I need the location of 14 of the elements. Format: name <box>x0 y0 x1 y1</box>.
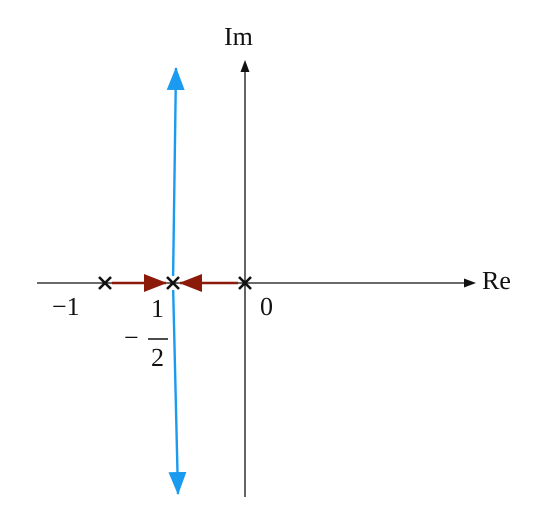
locus-arrow <box>179 274 238 292</box>
locus-arrow <box>166 67 185 276</box>
pole-marker <box>166 276 180 290</box>
pole-marker <box>98 276 112 290</box>
denominator: 2 <box>151 345 164 371</box>
axis-label: Re <box>482 268 511 294</box>
minus-sign: − <box>124 325 139 351</box>
tick-label: 0 <box>260 294 273 320</box>
locus-arrow <box>168 290 186 495</box>
pole-marker <box>238 276 252 290</box>
axis-label: Im <box>224 24 253 50</box>
numerator: 1 <box>151 296 164 322</box>
locus-arrow <box>112 274 167 292</box>
tick-label: −1 <box>52 294 80 320</box>
